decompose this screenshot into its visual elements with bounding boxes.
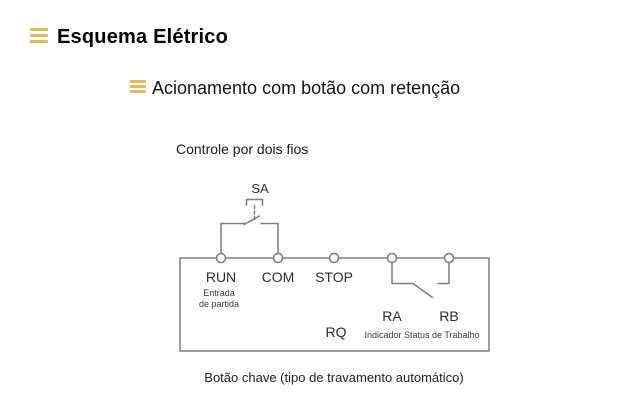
terminal-label-run: RUN	[205, 269, 237, 285]
rq-label: RQ	[325, 324, 347, 340]
sa-left-wire	[220, 222, 246, 255]
bar	[130, 85, 146, 88]
sa-right-wire	[260, 222, 279, 255]
bar	[130, 90, 146, 93]
run-terminal-note-line1: Entrada	[203, 288, 235, 298]
relay-left-wire	[391, 262, 414, 285]
page-title: Esquema Elétrico	[57, 26, 229, 48]
page-subtitle: Acionamento com botão com retenção	[152, 78, 461, 98]
terminal-label-com: COM	[261, 269, 295, 285]
indicator-status-note: Indicador Status de Trabalho	[364, 330, 480, 340]
run-terminal-note: Entrada de partida	[199, 288, 239, 310]
relay-right-wire	[437, 262, 450, 285]
relay-label-ra: RA	[382, 308, 402, 324]
terminal-circle-stop	[328, 252, 340, 264]
relay-label-rb: RB	[439, 308, 459, 324]
bar	[130, 80, 146, 83]
terminal-circle-run	[215, 252, 227, 264]
terminal-circle-ra	[386, 252, 398, 264]
sa-actuator-bracket	[245, 198, 264, 206]
subtitle-triple-bar-icon	[130, 80, 146, 93]
terminal-label-stop: STOP	[315, 269, 353, 285]
sa-switch-label: SA	[251, 181, 269, 196]
terminal-circle-com	[272, 252, 284, 264]
run-terminal-note-line2: de partida	[198, 299, 240, 309]
title-triple-bar-icon	[30, 28, 48, 43]
bar	[30, 39, 48, 43]
sa-switch-blade	[243, 215, 261, 226]
diagram-heading: Controle por dois fios	[176, 141, 309, 157]
terminal-circle-rb	[443, 252, 455, 264]
relay-contact-blade	[412, 282, 434, 299]
bar	[30, 28, 48, 32]
bar	[30, 33, 48, 38]
diagram-caption: Botão chave (tipo de travamento automáti…	[204, 370, 464, 385]
